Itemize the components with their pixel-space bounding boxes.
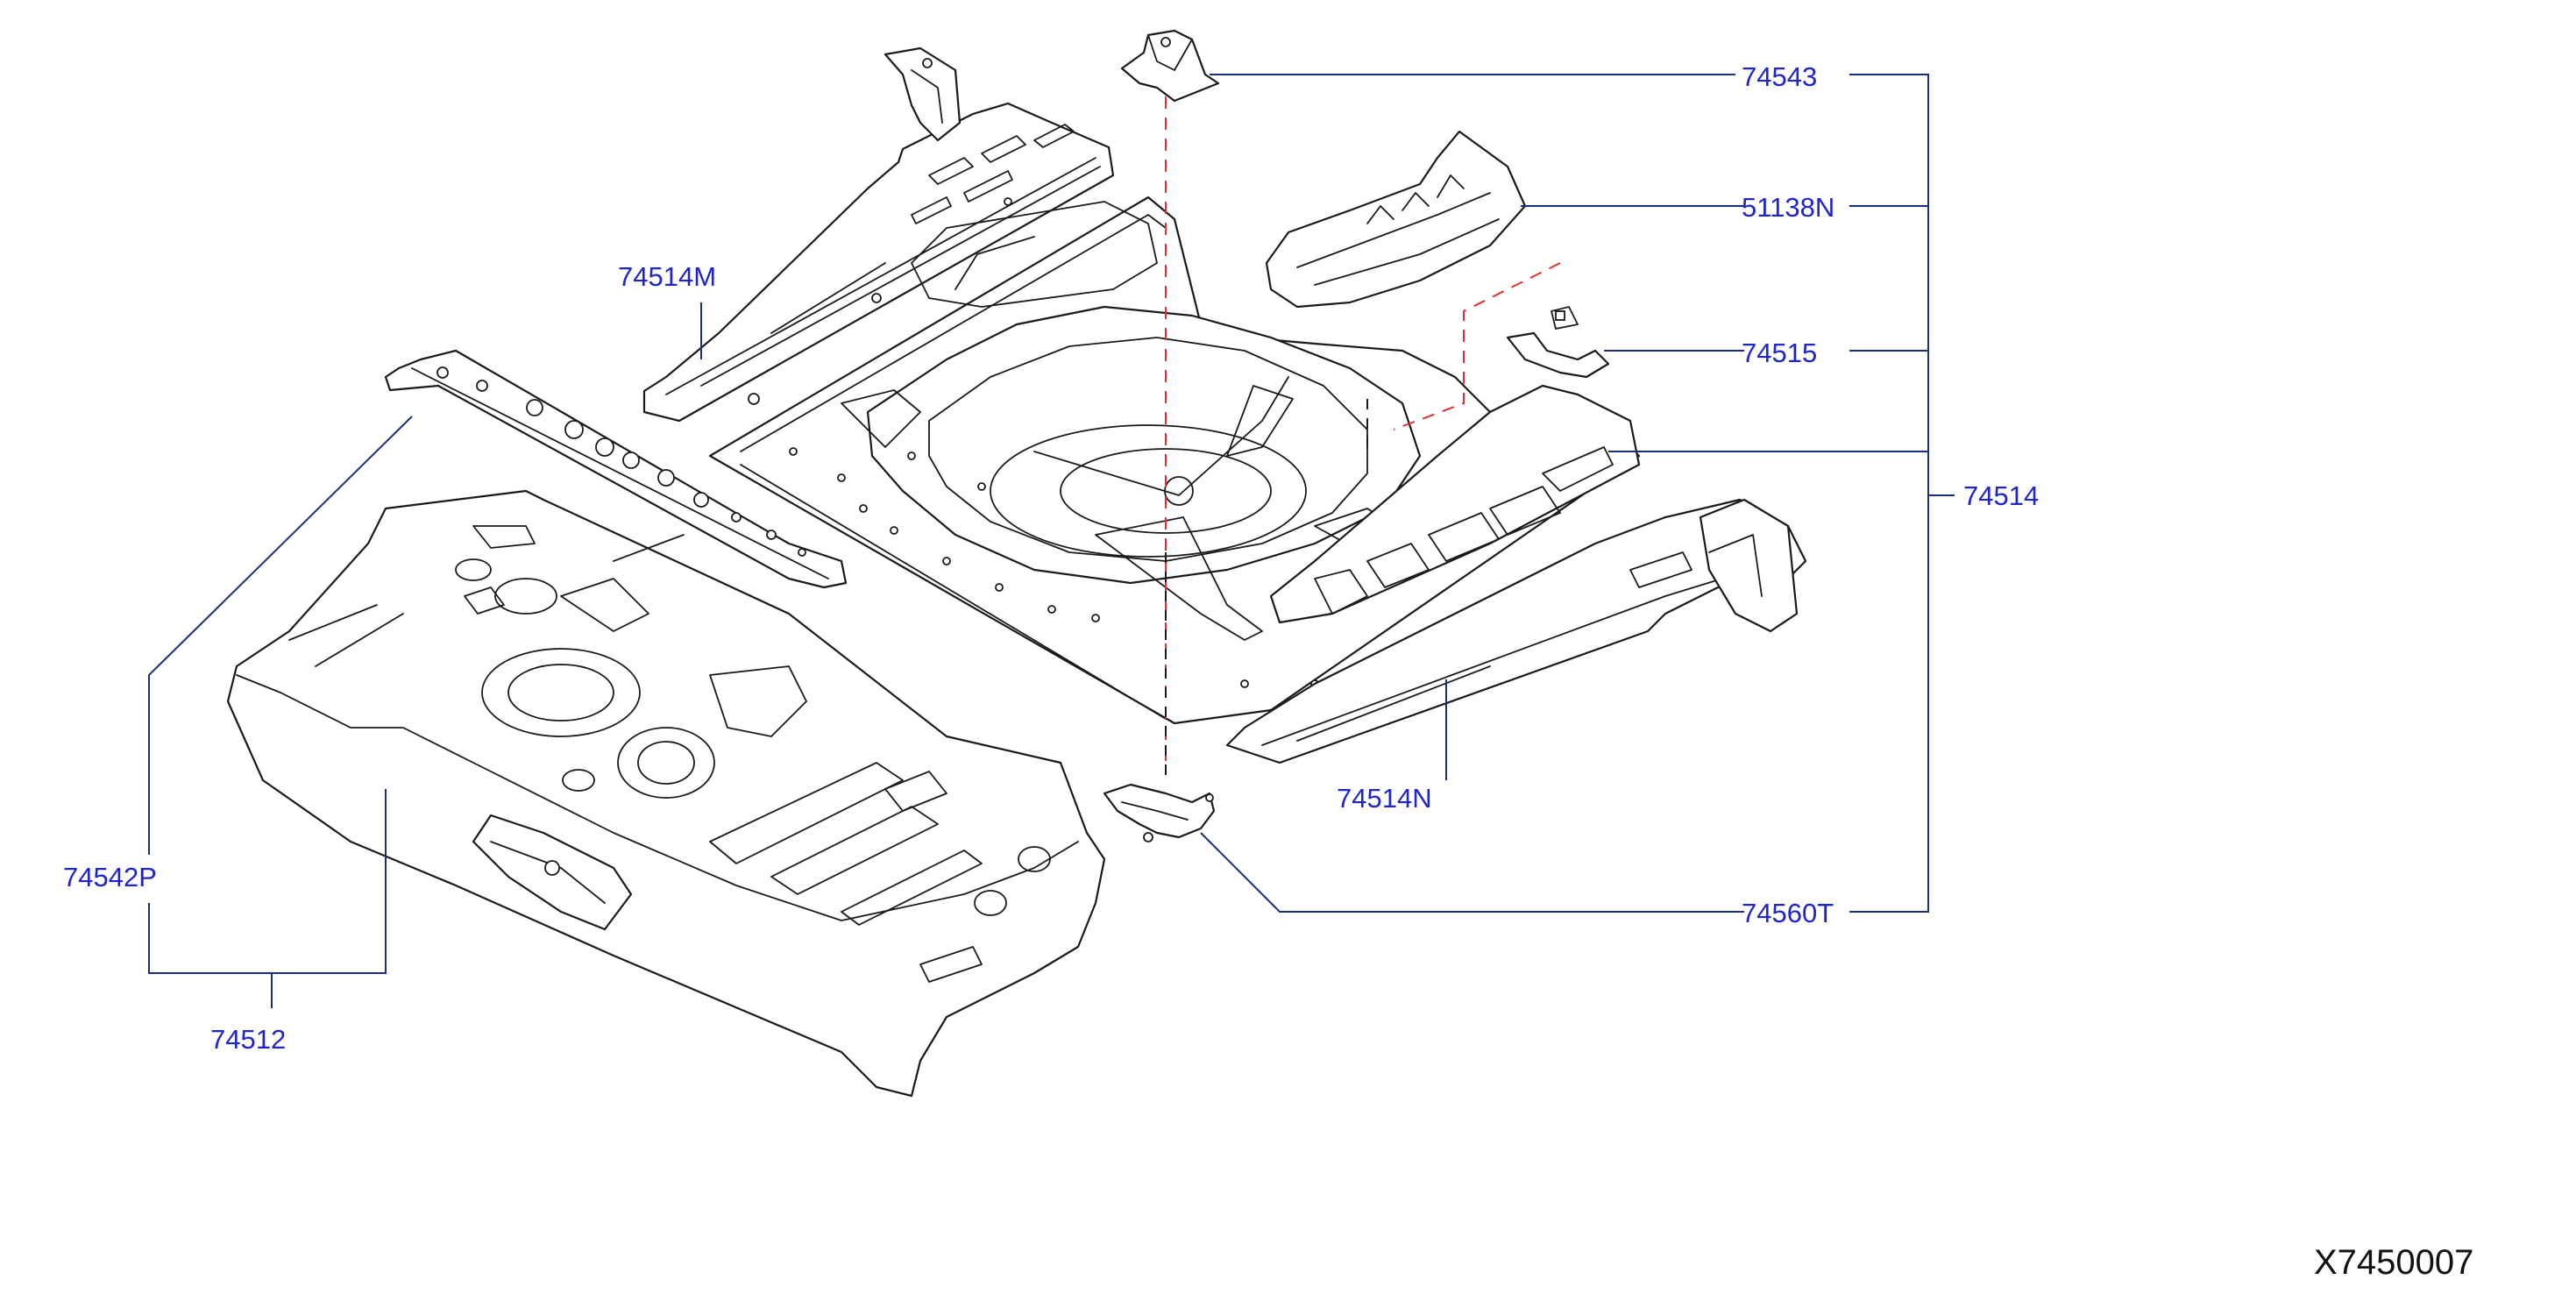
- label-74514M[interactable]: 74514M: [618, 261, 717, 292]
- bracket-74560T: [1103, 783, 1216, 842]
- rear-side-member-left: [642, 46, 1115, 423]
- bracket-74512: [148, 789, 387, 974]
- rear-side-member-right: [1225, 384, 1807, 764]
- label-74543[interactable]: 74543: [1742, 61, 1818, 92]
- rear-floor-front-panel: [226, 489, 1106, 1098]
- label-74542P[interactable]: 74542P: [63, 862, 157, 892]
- bracket-74543: [1120, 29, 1220, 103]
- leader-74560T: [1200, 832, 1744, 913]
- label-74512[interactable]: 74512: [210, 1024, 287, 1055]
- rear-floor-insulator: [1265, 130, 1527, 309]
- label-74514N[interactable]: 74514N: [1337, 783, 1432, 814]
- rear-floor-rear-panel: [708, 196, 1641, 725]
- alignment-line-74515: [1393, 262, 1561, 430]
- diagram-code: X7450007: [2314, 1243, 2474, 1282]
- label-74514[interactable]: 74514: [1963, 480, 2040, 511]
- label-74515[interactable]: 74515: [1742, 338, 1818, 368]
- label-74560T[interactable]: 74560T: [1742, 898, 1834, 928]
- rear-crossmember: [384, 349, 848, 589]
- label-51138N[interactable]: 51138N: [1742, 192, 1835, 223]
- leader-74542P: [148, 416, 413, 855]
- bracket-74514: [1849, 74, 1955, 913]
- bracket-74515: [1506, 306, 1610, 379]
